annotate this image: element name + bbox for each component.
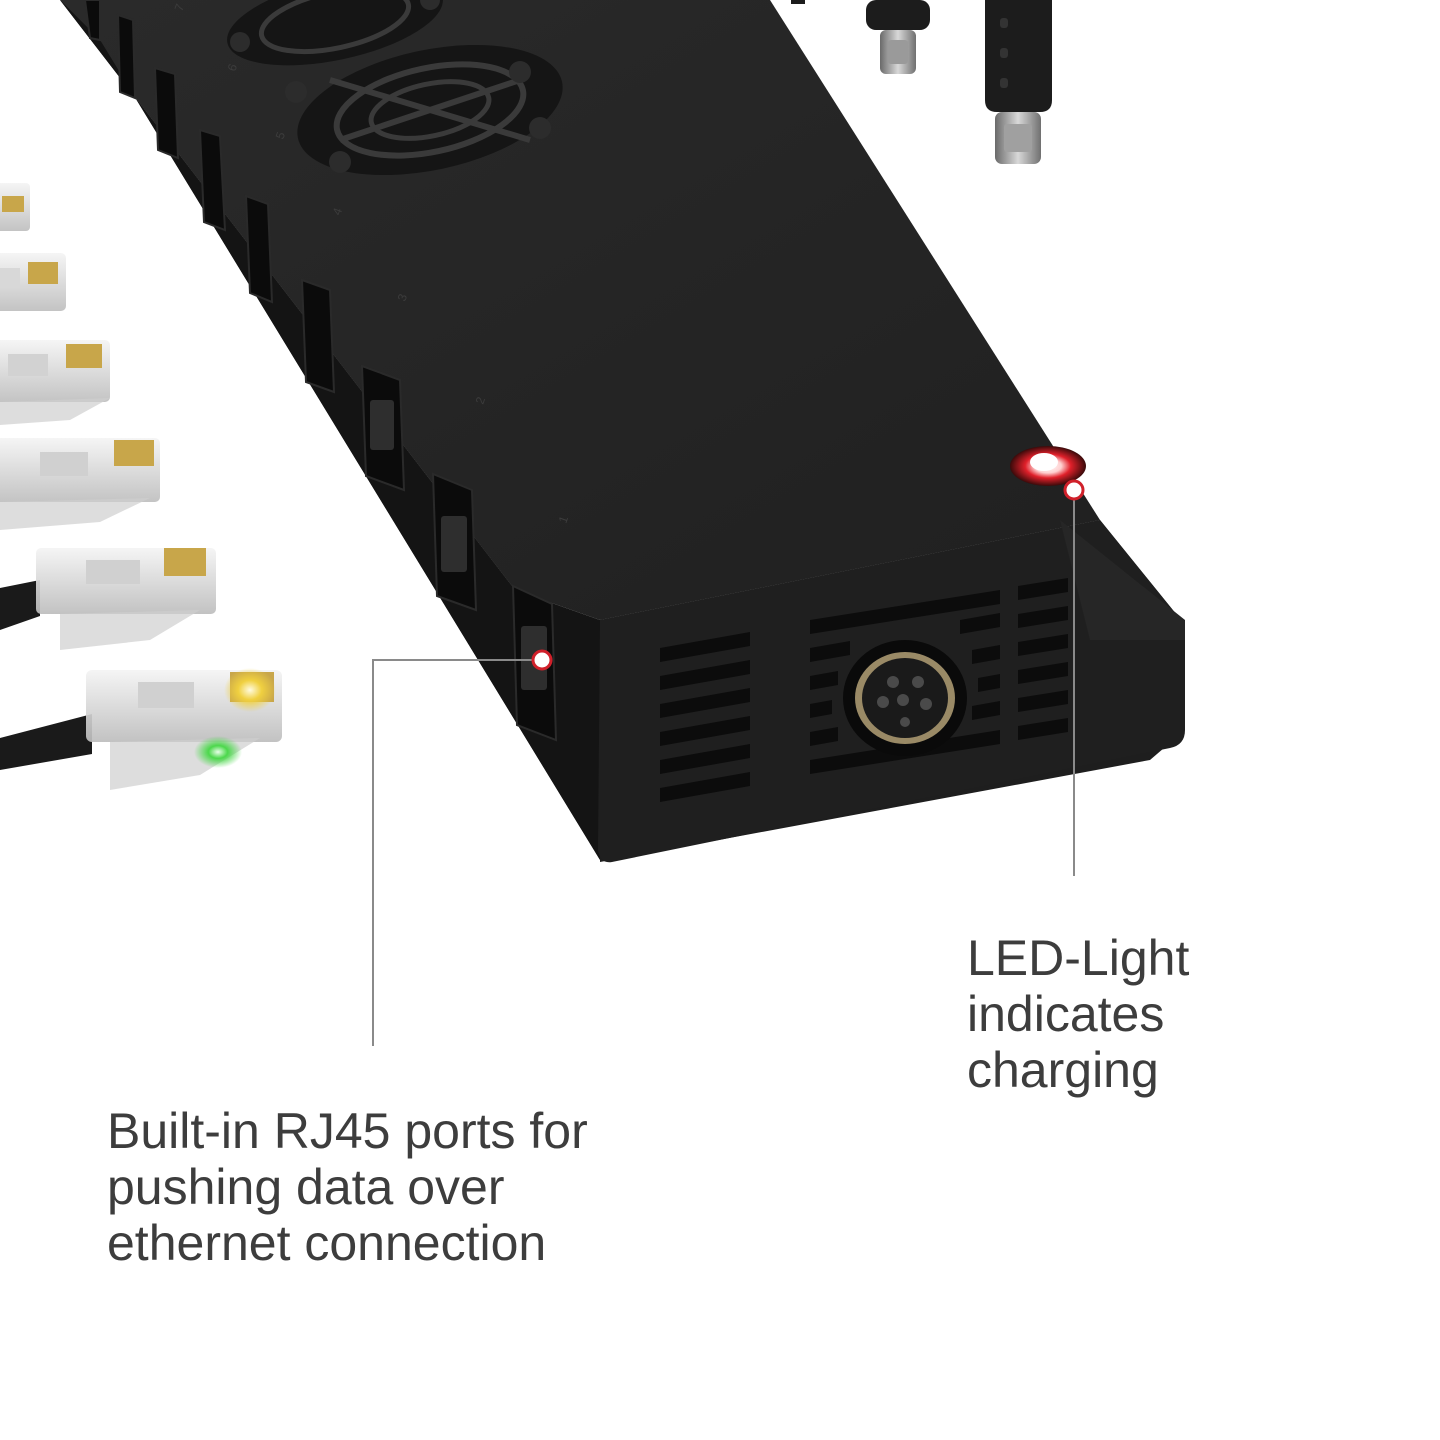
port-number-label: 7 xyxy=(172,2,188,13)
port-number-label: 1 xyxy=(556,514,572,525)
rj45-callout-line: pushing data over xyxy=(107,1159,505,1215)
led-callout-line: indicates xyxy=(967,986,1165,1042)
rj45-callout-line: ethernet connection xyxy=(107,1215,547,1271)
led-callout-text: LED-Light indicates charging xyxy=(967,930,1189,1098)
led-callout-leader xyxy=(1063,479,1085,876)
link-led-green xyxy=(194,736,242,768)
rj45-plug-icon xyxy=(0,253,66,311)
port-number-label: 6 xyxy=(225,62,241,73)
usb-c-plug-icon xyxy=(866,0,930,74)
rj45-callout-leader xyxy=(372,649,553,1046)
usb-c-plug-icon xyxy=(791,0,1052,164)
rj45-plug-icon xyxy=(0,438,160,530)
port-number-label: 2 xyxy=(473,395,489,406)
rj45-plug-icon xyxy=(0,548,216,650)
rj45-callout-line: Built-in RJ45 ports for xyxy=(107,1103,588,1159)
rj45-plug-icon xyxy=(0,183,30,231)
rj45-plug-icon xyxy=(0,340,110,425)
din-power-jack-icon xyxy=(843,640,967,756)
link-led-amber xyxy=(224,668,276,712)
rj45-callout-text: Built-in RJ45 ports for pushing data ove… xyxy=(107,1103,588,1271)
port-number-label: 3 xyxy=(395,292,411,303)
charging-led-indicator xyxy=(1010,446,1086,486)
led-callout-line: LED-Light xyxy=(967,930,1190,986)
rj45-plug-icon xyxy=(0,668,282,790)
port-number-label: 5 xyxy=(273,130,289,141)
port-number-label: 4 xyxy=(330,206,346,217)
cooling-fan-icon xyxy=(285,44,563,176)
led-callout-line: charging xyxy=(967,1042,1159,1098)
cooling-fan-icon xyxy=(227,0,443,66)
